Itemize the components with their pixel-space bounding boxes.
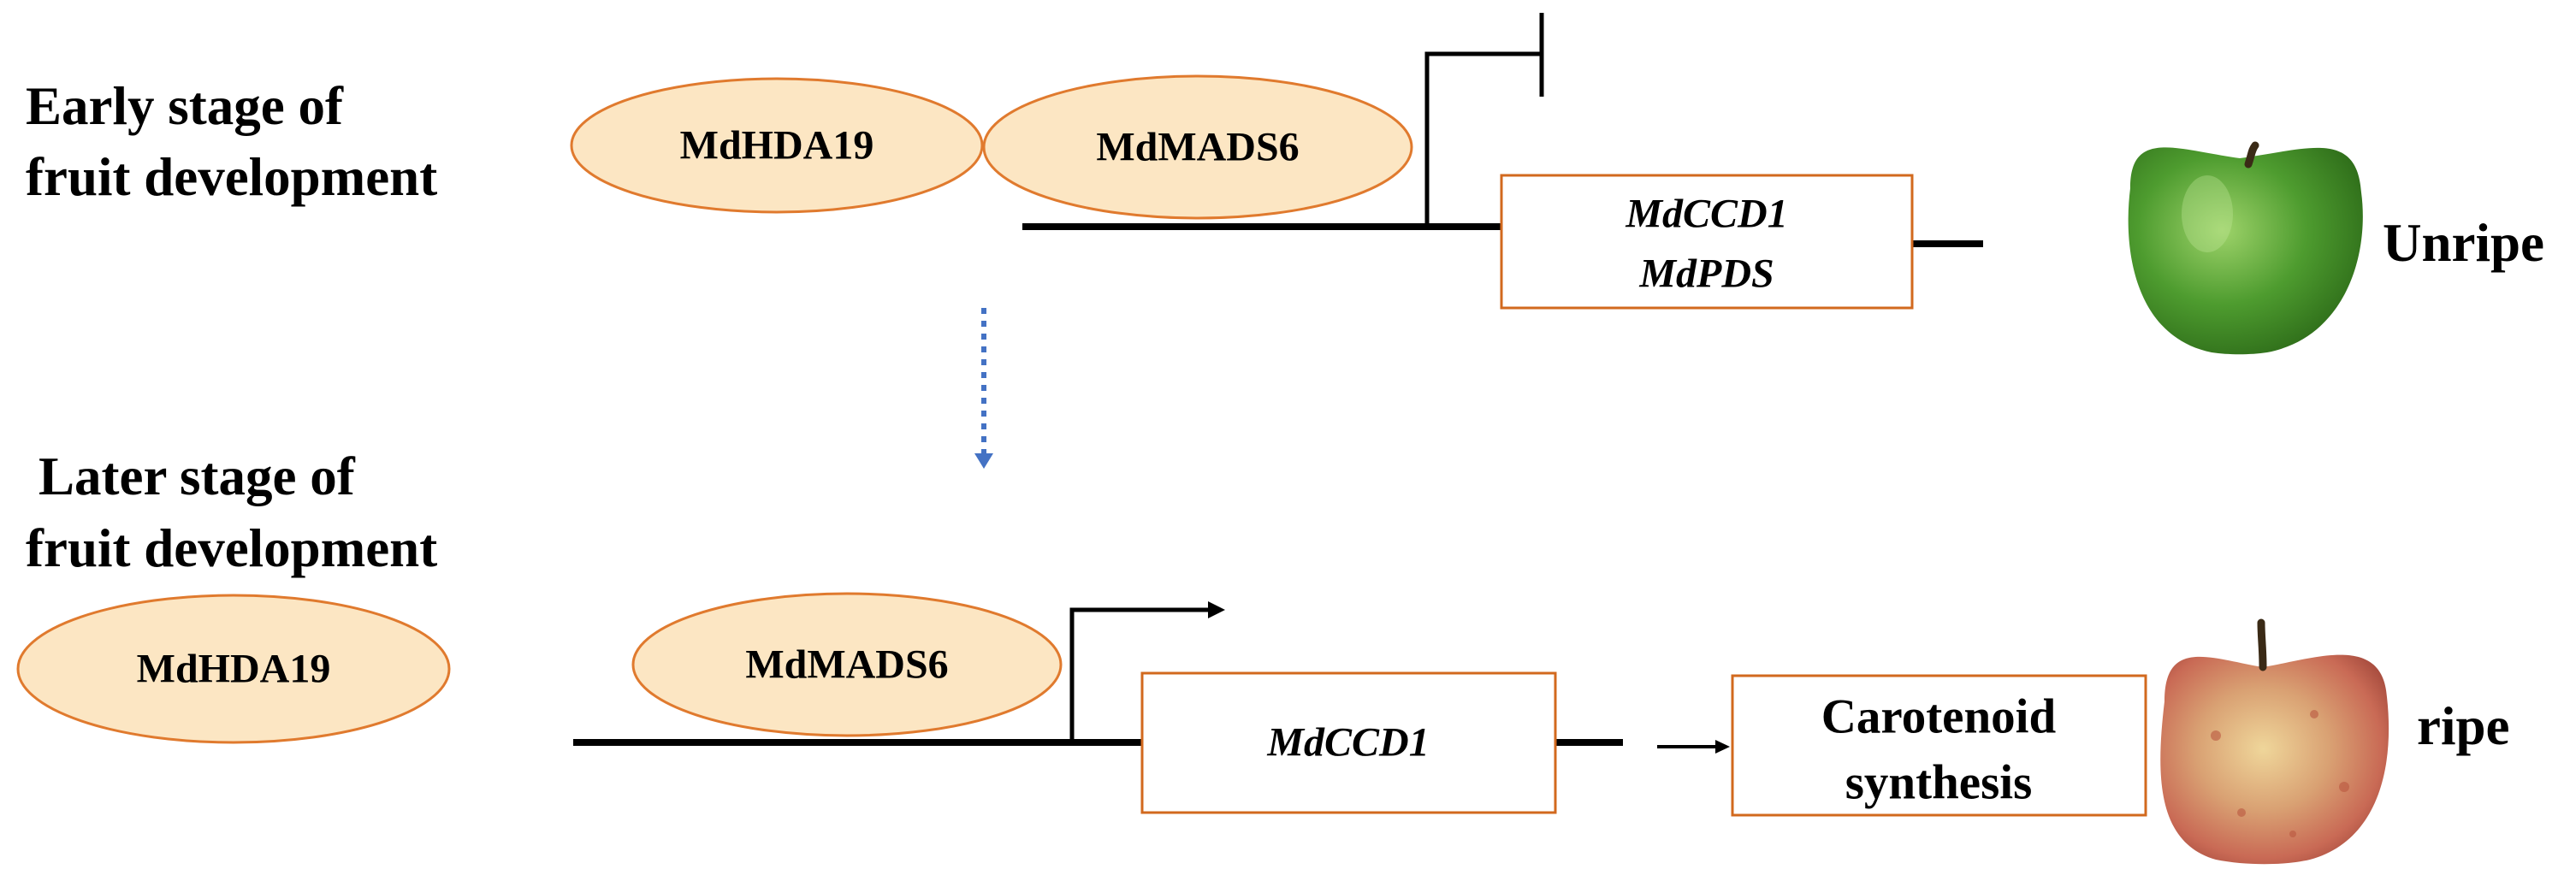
later-stage-label-line1: Later stage of: [38, 446, 356, 506]
later-mdmads6-label: MdMADS6: [745, 642, 948, 688]
activation-line: [1069, 607, 1215, 742]
early-mdhda19-label: MdHDA19: [680, 123, 874, 169]
unripe-label: Unripe: [2383, 213, 2544, 273]
red-apple-icon: [2160, 618, 2389, 865]
later-mdmads6-ellipse: [631, 592, 1063, 737]
activation-arrowhead: [1208, 601, 1225, 618]
later-stage-label-line2: fruit development: [26, 518, 437, 578]
early-stage-section: Early stage of fruit development MdHDA19…: [26, 13, 2544, 355]
stage-transition-arrow: [974, 308, 993, 469]
product-arrowhead: [1715, 740, 1730, 754]
early-mdhda19-ellipse: [570, 77, 984, 214]
early-gene-mdpds: MdPDS: [1638, 251, 1774, 297]
early-stage-label-line2: fruit development: [26, 147, 437, 207]
later-mdhda19-label: MdHDA19: [137, 647, 331, 692]
product-label-line2: synthesis: [1845, 756, 2033, 810]
early-mdmads6-label: MdMADS6: [1096, 125, 1299, 170]
early-gene-box: [1500, 174, 1914, 310]
repression-line: [1424, 51, 1542, 227]
dotted-arrow-head: [974, 453, 993, 469]
green-apple-icon: [2128, 141, 2363, 355]
later-mdhda19-ellipse: [16, 594, 451, 744]
ripe-label: ripe: [2417, 696, 2509, 756]
carotenoid-synthesis-box: [1731, 674, 2147, 817]
early-gene-mdccd1: MdCCD1: [1625, 192, 1787, 237]
early-mdmads6-ellipse: [982, 74, 1413, 220]
later-gene-mdccd1: MdCCD1: [1266, 720, 1429, 766]
later-gene-box: [1140, 671, 1557, 814]
product-label-line1: Carotenoid: [1821, 690, 2057, 744]
early-stage-label-line1: Early stage of: [26, 76, 344, 136]
later-stage-section: Later stage of fruit development MdHDA19…: [16, 446, 2509, 865]
